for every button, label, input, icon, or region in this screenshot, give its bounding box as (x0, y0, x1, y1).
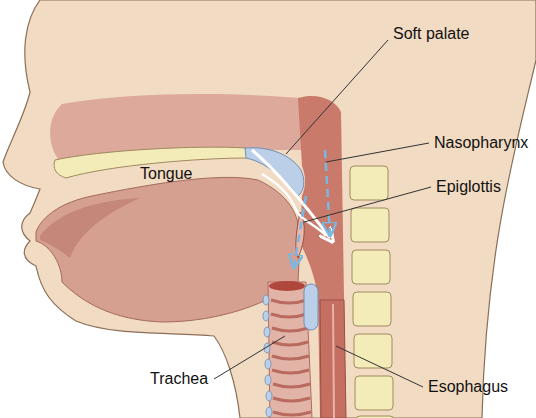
part-label: Tongue (140, 164, 193, 183)
leader-lines (214, 40, 431, 387)
part-label: Nasopharynx (434, 133, 528, 152)
air-arrow (294, 196, 306, 266)
head-skin (3, 0, 536, 418)
tongue-tip (40, 198, 140, 258)
tongue (36, 177, 300, 322)
part-label: Soft palate (393, 24, 470, 43)
part-label: Esophagus (428, 377, 508, 396)
esophagus-lumen (333, 304, 334, 418)
part-label: Epiglottis (436, 177, 501, 196)
cartilage-dots (263, 295, 272, 417)
food-arrow (262, 174, 326, 236)
trachea-opening (269, 281, 305, 291)
air-arrow (325, 150, 330, 234)
part-label: Trachea (150, 369, 208, 388)
vertebrae (350, 166, 394, 418)
food-arrow (252, 150, 330, 238)
esophagus (320, 300, 346, 418)
larynx-cartilage (304, 284, 318, 330)
